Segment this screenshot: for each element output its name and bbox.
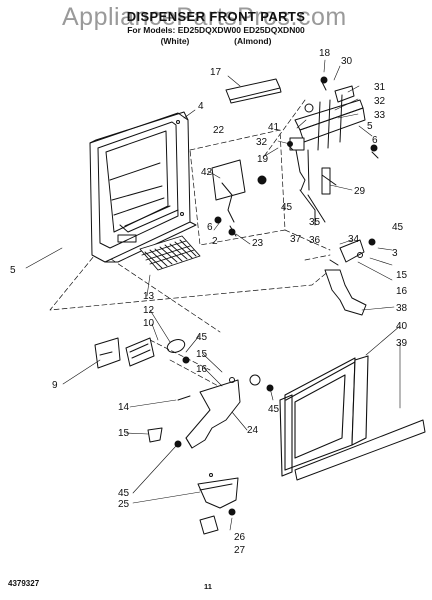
color-almond-label: (Almond) (234, 36, 272, 46)
callout-39: 39 (396, 338, 408, 349)
callout-6b: 6 (207, 222, 213, 233)
callout-16a: 16 (396, 286, 408, 297)
diagram-title: DISPENSER FRONT PARTS (126, 9, 306, 24)
callout-22: 22 (213, 125, 225, 136)
callout-2: 2 (212, 236, 218, 247)
page-number: 11 (204, 582, 212, 591)
drip-tray (197, 473, 239, 509)
callout-13: 13 (143, 291, 155, 302)
callout-37: 37 (290, 234, 302, 245)
part-code: 4379327 (8, 579, 40, 588)
callout-41: 41 (268, 122, 280, 133)
callout-9: 9 (52, 380, 58, 391)
microswitch (321, 167, 337, 195)
callout-14: 14 (118, 402, 130, 413)
callout-29: 29 (354, 186, 366, 197)
callout-19: 19 (257, 154, 269, 165)
callout-35: 35 (309, 217, 321, 228)
drip-grille (139, 235, 201, 271)
callout-45e: 45 (118, 488, 130, 499)
callout-6: 6 (372, 135, 378, 146)
ice-chute-door (324, 238, 376, 316)
front-cover-strip (225, 78, 282, 104)
callout-15c: 15 (118, 428, 130, 439)
front-panel (279, 355, 369, 477)
callout-15b: 15 (196, 349, 208, 360)
callout-numbers: 4 17 18 30 31 32 33 5 6 41 32 22 19 42 2… (10, 48, 408, 556)
callout-25: 25 (118, 499, 130, 510)
color-variants: (White) (Almond) (0, 36, 432, 46)
callout-10: 10 (143, 318, 155, 329)
callout-4: 4 (198, 101, 204, 112)
callout-15a: 15 (396, 270, 408, 281)
actuator-assembly (287, 76, 379, 226)
callout-45a: 45 (281, 202, 293, 213)
tray-clip (199, 508, 236, 535)
callout-17: 17 (210, 67, 222, 78)
callout-18: 18 (319, 48, 331, 59)
callout-45c: 45 (196, 332, 208, 343)
callout-leaders (25, 59, 401, 531)
dispenser-lever (147, 374, 274, 449)
callout-45b: 45 (392, 222, 404, 233)
callout-5b: 5 (10, 265, 16, 276)
callout-40: 40 (396, 321, 408, 332)
callout-3: 3 (392, 248, 398, 259)
trim-frame (294, 419, 426, 481)
callout-23: 23 (252, 238, 264, 249)
model-numbers: For Models: ED25DQXDW00 ED25DQXDN00 (127, 25, 305, 35)
solenoid-bracket (211, 159, 267, 237)
callout-24: 24 (247, 425, 259, 436)
callout-34: 34 (348, 234, 360, 245)
callout-26: 26 (234, 532, 246, 543)
callout-16b: 16 (196, 364, 208, 375)
callout-45d: 45 (268, 404, 280, 415)
light-switch-assembly (94, 337, 190, 369)
color-white-label: (White) (160, 36, 190, 46)
callout-33: 33 (374, 110, 386, 121)
callout-32: 32 (374, 96, 386, 107)
callout-30: 30 (341, 56, 353, 67)
callout-27: 27 (234, 545, 246, 556)
callout-42: 42 (201, 167, 213, 178)
callout-38: 38 (396, 303, 408, 314)
callout-32b: 32 (256, 137, 268, 148)
callout-31: 31 (374, 82, 386, 93)
dispenser-housing (89, 111, 197, 263)
watermark: AppliancePartsPros.com (62, 3, 347, 31)
callout-36: 36 (309, 235, 321, 246)
callout-5: 5 (367, 121, 373, 132)
callout-12: 12 (143, 305, 155, 316)
